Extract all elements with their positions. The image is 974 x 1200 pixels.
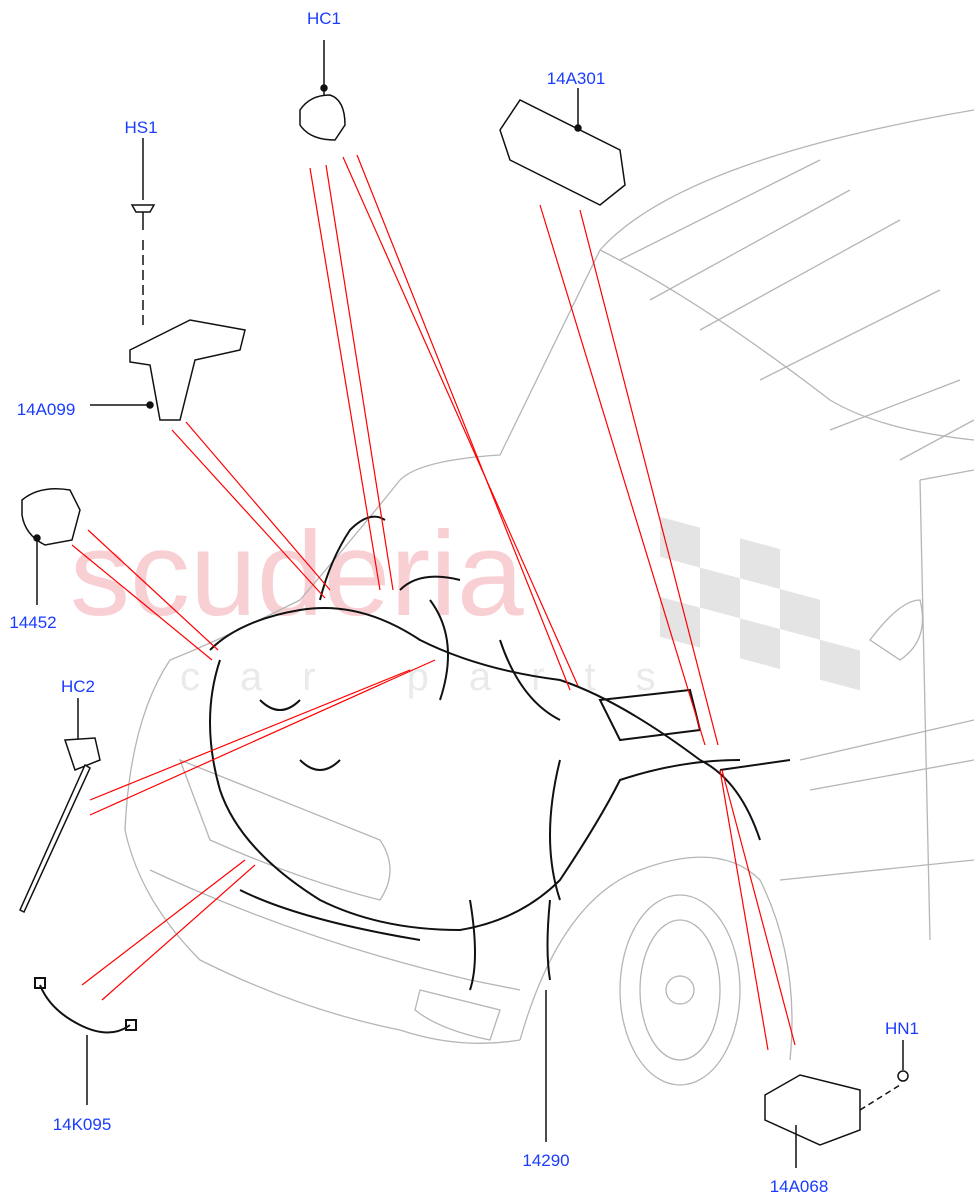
- callout-hc1[interactable]: HC1: [307, 9, 341, 28]
- callout-14290[interactable]: 14290: [522, 1151, 569, 1170]
- part-14a301-module: [499, 88, 626, 206]
- callout-14a068[interactable]: 14A068: [770, 1177, 829, 1196]
- part-14a099-bracket: [90, 319, 246, 421]
- part-14k095-harness: [34, 977, 137, 1105]
- callout-14a099[interactable]: 14A099: [17, 400, 76, 419]
- watermark-subtext: car parts: [180, 655, 696, 699]
- callout-14a301[interactable]: 14A301: [547, 69, 606, 88]
- callout-14452[interactable]: 14452: [9, 613, 56, 632]
- callout-14k095[interactable]: 14K095: [53, 1115, 112, 1134]
- checkered-flag-logo: [660, 516, 860, 691]
- part-14a068-fusebox: [764, 1074, 901, 1168]
- callout-hn1[interactable]: HN1: [885, 1019, 919, 1038]
- part-hc2-tie: [19, 698, 101, 914]
- part-hs1-screw: [130, 138, 156, 330]
- vehicle-outline: [124, 109, 974, 1086]
- part-14452-cover: [21, 488, 81, 605]
- part-hn1-nut: [897, 1040, 909, 1082]
- callout-hs1[interactable]: HS1: [124, 118, 157, 137]
- wiring-harness: [209, 515, 791, 991]
- watermark-text: scuderia: [70, 507, 524, 641]
- part-hc1-clip: [299, 40, 346, 141]
- leader-lines: [71, 154, 796, 1051]
- watermark: scuderia car parts: [70, 507, 860, 699]
- callout-hc2[interactable]: HC2: [61, 677, 95, 696]
